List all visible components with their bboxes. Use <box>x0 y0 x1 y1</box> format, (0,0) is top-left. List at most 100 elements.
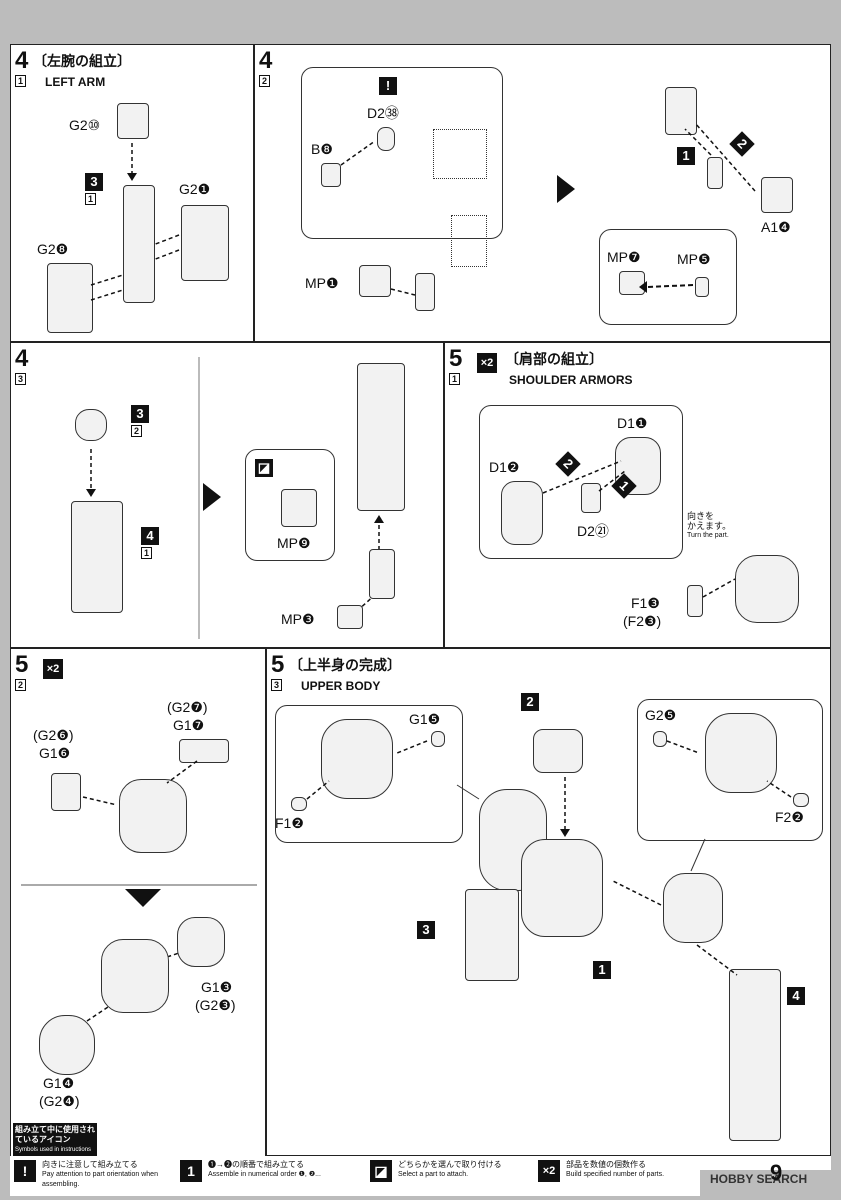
substep-number: 3 <box>15 373 27 385</box>
shoulder-armor-mount-part <box>663 873 723 943</box>
ref-badge-4: 4 <box>787 987 805 1005</box>
small-joint-part <box>321 163 341 187</box>
step-number: 5 <box>449 345 463 372</box>
step-4-1-arrows <box>90 143 180 301</box>
part-label: (G2❸) <box>195 997 236 1013</box>
part-label: (G2❹) <box>39 1093 80 1109</box>
legend-row: ! 向きに注意して組み立てる Pay attention to part ori… <box>10 1156 700 1196</box>
ref-badge-2: 2 <box>521 693 539 711</box>
step-title-en: UPPER BODY <box>301 679 381 693</box>
ref-sub: 1 <box>85 193 97 205</box>
assembled-arm-part <box>357 363 405 511</box>
multiply-icon: ×2 <box>538 1160 560 1182</box>
part-label: (G2❼) <box>167 699 208 715</box>
part-label: D2㊳ <box>367 105 399 121</box>
turn-note-jp: 向きを かえます。 <box>687 511 732 531</box>
step-number: 4 <box>15 345 29 372</box>
fist-part <box>337 605 363 629</box>
page-number: 9 <box>770 1160 783 1185</box>
caution-icon: ! <box>379 77 397 95</box>
legend-text-en: Build specified number of parts. <box>566 1171 665 1178</box>
part-label: MP❼ <box>607 249 641 265</box>
part-label: G1❸ <box>201 979 233 995</box>
assembled-hand-part <box>665 87 697 135</box>
left-arm-lower-part <box>465 889 519 981</box>
step-number: 4 <box>15 47 29 74</box>
part-label: G1❺ <box>409 711 441 727</box>
thumb-tip-part <box>695 277 709 297</box>
ref-sub: 2 <box>131 425 143 437</box>
small-peg-part <box>431 731 445 747</box>
next-arrow-icon <box>203 483 221 511</box>
shoulder-clip-part <box>687 585 703 617</box>
part-label: MP❸ <box>281 611 315 627</box>
step-title-jp: 〔肩部の組立〕 <box>505 351 603 367</box>
legend-text-en: Select a part to attach. <box>398 1171 469 1178</box>
step-number: 4 <box>259 47 273 74</box>
step-title-en: LEFT ARM <box>45 75 106 89</box>
ref-sub: 1 <box>141 547 153 559</box>
small-peg-part <box>653 731 667 747</box>
wrist-part <box>415 273 435 311</box>
part-label: F1❷ <box>275 815 304 831</box>
open-hand-part <box>281 489 317 527</box>
ref-badge-1: 1 <box>593 961 611 979</box>
shoulder-armor-left-part <box>321 719 393 799</box>
multiply-icon: ×2 <box>477 353 497 373</box>
part-label: D2㉑ <box>577 523 609 539</box>
detail-inset <box>451 215 487 267</box>
legend-item-multiply: ×2 部品を数値の個数作る Build specified number of … <box>538 1160 698 1182</box>
legend-item-caution: ! 向きに注意して組み立てる Pay attention to part ori… <box>14 1160 174 1190</box>
part-label: (F2❸) <box>623 613 662 629</box>
substep-number: 2 <box>15 679 27 691</box>
step-5-1-arrows <box>542 460 736 598</box>
caution-icon: ! <box>14 1160 36 1182</box>
ref-badge: 3 <box>131 405 149 423</box>
shoulder-outer-part <box>501 481 543 545</box>
step-4-1-panel: 4 〔左腕の組立〕 1 LEFT ARM G2⑩ 3 1 G2❶ G2❽ <box>10 44 254 342</box>
legend-text-en: Pay attention to part orientation when a… <box>42 1171 158 1188</box>
step-5-3-arrows <box>306 740 792 976</box>
substep-number: 3 <box>271 679 283 691</box>
step-5-2-arrows <box>21 760 257 1022</box>
arm-cap-part <box>117 103 149 139</box>
finger-part <box>707 157 723 189</box>
small-peg-part <box>793 793 809 807</box>
legend-text-jp: 部品を数値の個数作る <box>566 1160 646 1169</box>
part-label: F1❸ <box>631 595 660 611</box>
part-label: F2❷ <box>775 809 804 825</box>
shoulder-joint-part <box>75 409 107 441</box>
part-label: G2❽ <box>37 241 69 257</box>
part-label: D1❷ <box>489 459 520 475</box>
step-5-2-panel: 5 ×2 2 (G2❼) G1❼ (G2❻) G1❻ G1❸ (G2❸) G1❹… <box>10 648 266 1170</box>
part-label: G1❼ <box>173 717 205 733</box>
ref-badge: 3 <box>85 173 103 191</box>
small-peg-part <box>291 797 307 811</box>
shoulder-armor-right-part <box>705 713 777 793</box>
step-5-1-panel: 5 ×2 〔肩部の組立〕 1 SHOULDER ARMORS D1❶ D1❷ 2… <box>444 342 831 648</box>
ref-badge: 4 <box>141 527 159 545</box>
part-label: MP❾ <box>277 535 311 551</box>
legend-heading: 組み立て中に使用されているアイコン Symbols used in instru… <box>13 1123 97 1157</box>
legend-text-en: Assemble in numerical order ❶, ❷... <box>208 1171 321 1178</box>
part-label: B❽ <box>311 141 333 157</box>
step-4-2-arrows <box>340 122 756 296</box>
upper-arm-part <box>71 501 123 613</box>
turn-note: 向きを かえます。 Turn the part. <box>687 511 731 541</box>
shoulder-side-plate-part <box>51 773 81 811</box>
step-title-jp: 〔左腕の組立〕 <box>33 53 131 69</box>
legend-text-jp: 向きに注意して組み立てる <box>42 1160 138 1169</box>
multiply-icon: ×2 <box>43 659 63 679</box>
part-label: G1❻ <box>39 745 71 761</box>
detail-bubble <box>301 67 503 239</box>
shoulder-cap-part <box>177 917 225 967</box>
next-arrow-icon <box>557 175 575 203</box>
order-badge-1: 1 <box>677 147 695 165</box>
shoulder-base-part <box>119 779 187 853</box>
part-label: G2❶ <box>179 181 211 197</box>
head-part <box>533 729 583 773</box>
ref-badge-3: 3 <box>417 921 435 939</box>
substep-number: 2 <box>259 75 271 87</box>
part-label: MP❺ <box>677 251 711 267</box>
step-number: 5 <box>15 651 29 678</box>
